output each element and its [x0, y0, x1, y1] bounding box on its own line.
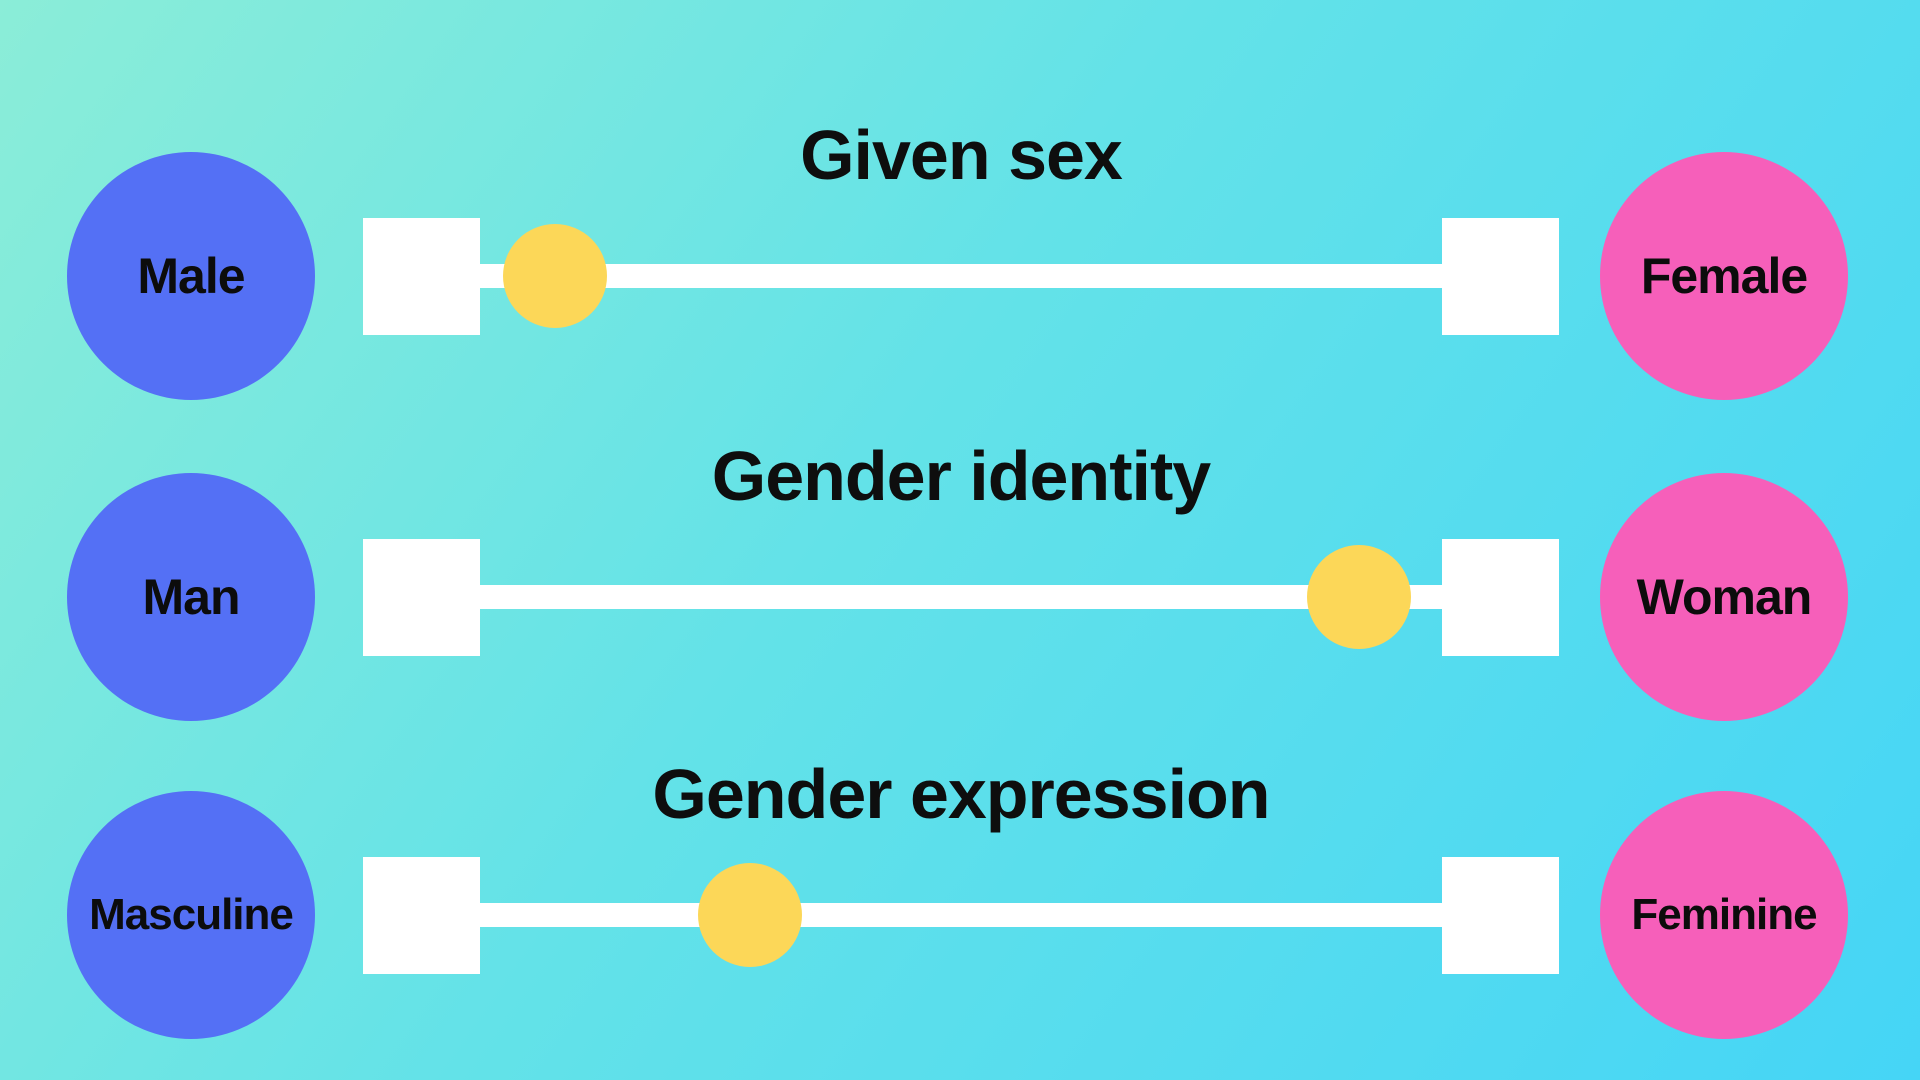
feminine-label: Feminine — [1631, 890, 1817, 939]
gender-identity-slider-track — [480, 585, 1442, 609]
gender-identity-slider-right-endcap — [1442, 539, 1559, 656]
gender-expression-slider-right-endcap — [1442, 857, 1559, 974]
given-sex-slider-left-endcap — [363, 218, 480, 335]
given-sex-slider-track — [480, 264, 1442, 288]
male-circle: Male — [67, 152, 315, 400]
gender-identity-title: Gender identity — [711, 437, 1211, 515]
given-sex-title: Given sex — [800, 116, 1123, 194]
gender-identity-slider-handle[interactable] — [1307, 545, 1412, 649]
woman-label: Woman — [1636, 569, 1813, 625]
masculine-circle: Masculine — [67, 791, 315, 1039]
woman-circle: Woman — [1600, 473, 1848, 721]
man-label: Man — [142, 569, 241, 625]
feminine-circle: Feminine — [1600, 791, 1848, 1039]
gender-expression-slider-left-endcap — [363, 857, 480, 974]
male-label: Male — [137, 248, 245, 304]
gender-expression-slider-track — [480, 903, 1442, 927]
gender-expression-slider-handle[interactable] — [698, 863, 803, 967]
gender-expression-title: Gender expression — [652, 755, 1270, 833]
man-circle: Man — [67, 473, 315, 721]
female-label: Female — [1640, 248, 1808, 304]
gender-identity-slider-left-endcap — [363, 539, 480, 656]
masculine-label: Masculine — [89, 890, 294, 939]
given-sex-slider-right-endcap — [1442, 218, 1559, 335]
female-circle: Female — [1600, 152, 1848, 400]
given-sex-slider-handle[interactable] — [503, 224, 608, 328]
